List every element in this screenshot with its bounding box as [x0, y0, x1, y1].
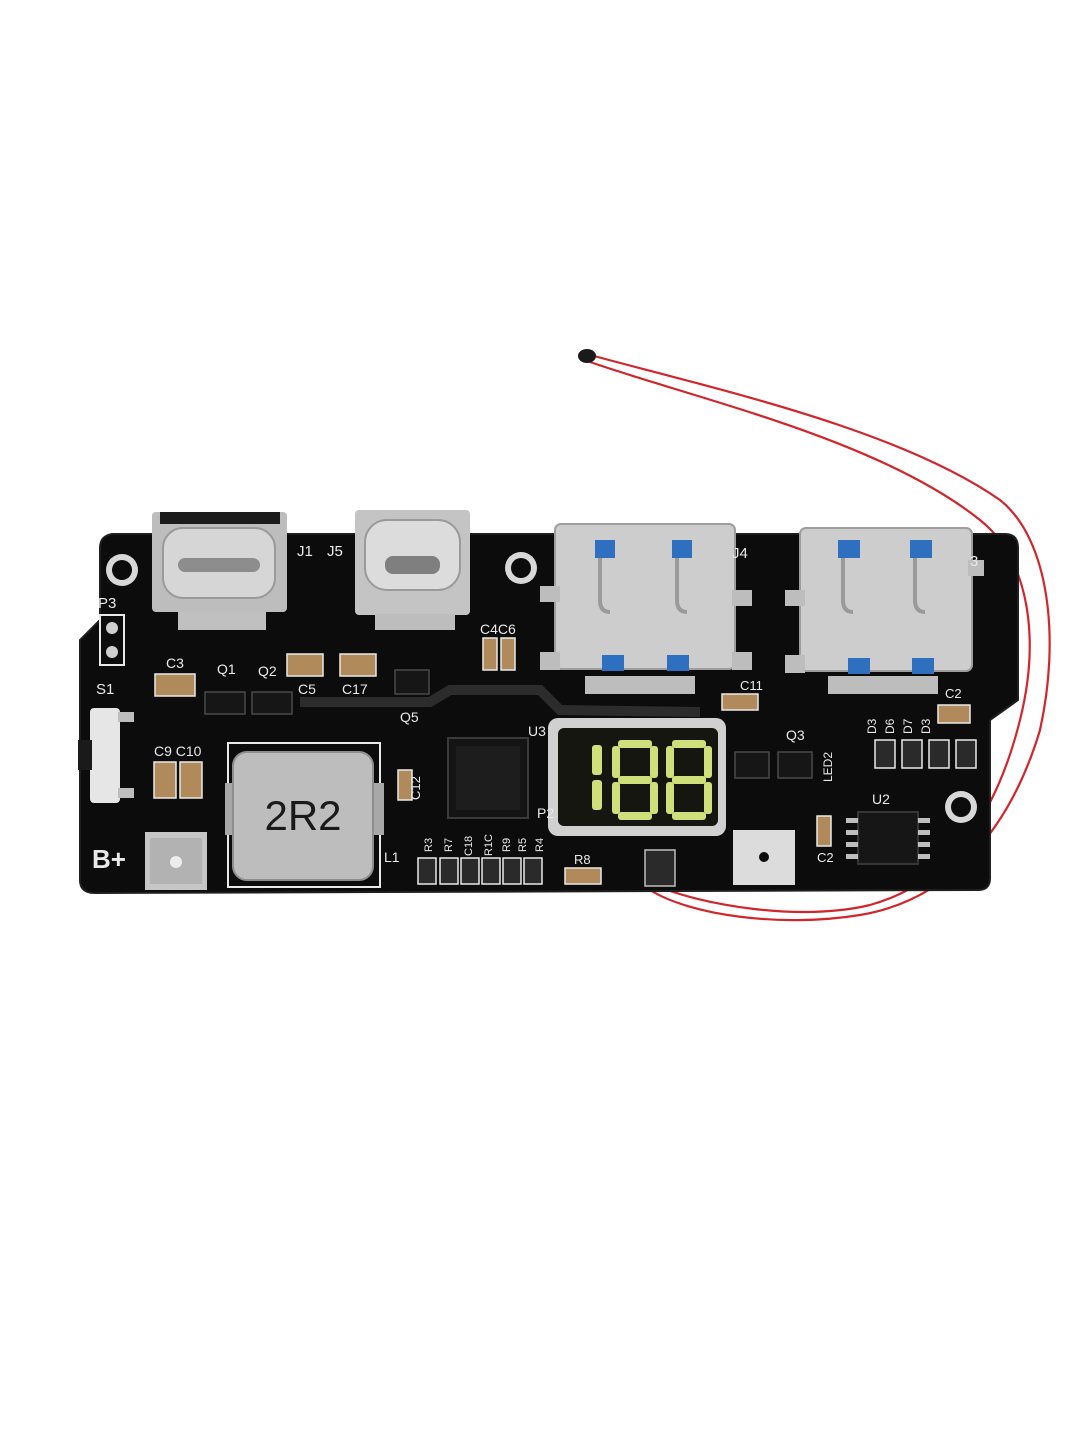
- label-u2: U2: [872, 791, 890, 807]
- label-u3: U3: [528, 723, 546, 739]
- thermistor-joint: [644, 849, 676, 887]
- transistors: [204, 669, 813, 779]
- label-d6: D6: [883, 718, 897, 734]
- slide-switch-s1: [78, 708, 134, 803]
- label-led2: LED2: [821, 752, 835, 782]
- label-j3: 3: [970, 553, 978, 570]
- label-d3b: D3: [919, 718, 933, 734]
- label-c3: C3: [166, 655, 184, 671]
- usb-c-port-j1: [152, 512, 287, 630]
- inductor-l1: [225, 742, 384, 888]
- display-digits: [592, 740, 712, 820]
- test-pad-grid: [733, 830, 795, 885]
- label-r7: R7: [443, 838, 455, 852]
- label-c11: C11: [740, 678, 763, 693]
- label-j1: J1: [297, 543, 313, 560]
- label-j5: J5: [327, 543, 343, 560]
- label-r3: R3: [423, 838, 435, 852]
- label-r1c: R1C: [483, 834, 495, 856]
- label-r8: R8: [574, 852, 591, 867]
- silkscreen-labels: J1 J5 J4 3 P3 S1 C3 Q1 Q2 C5 C17 Q5 C4C6…: [96, 543, 978, 867]
- label-d3a: D3: [865, 718, 879, 734]
- smd-components: [153, 637, 971, 885]
- label-c12: C12: [408, 776, 423, 800]
- label-q1: Q1: [217, 661, 236, 677]
- inductor-marking: 2R2: [264, 792, 341, 839]
- resistor-row: [417, 739, 977, 885]
- main-ic-u3: [447, 737, 529, 819]
- label-c18: C18: [463, 836, 475, 856]
- thermistor-wires: [589, 354, 1051, 922]
- label-c2b: C2: [817, 850, 834, 865]
- thermistor-bead: [578, 349, 596, 363]
- label-c9c10: C9 C10: [154, 743, 202, 759]
- label-q3: Q3: [786, 727, 805, 743]
- label-c17: C17: [342, 681, 368, 697]
- label-c5: C5: [298, 681, 316, 697]
- label-s1: S1: [96, 681, 114, 698]
- usb-a-port-j4: [540, 523, 752, 694]
- label-d7: D7: [901, 718, 915, 734]
- usb-a-port-j3: [785, 527, 984, 694]
- label-j4: J4: [732, 545, 748, 562]
- label-l1: L1: [384, 849, 400, 865]
- label-r9: R9: [501, 838, 513, 852]
- battery-label: B+: [92, 844, 126, 874]
- label-q5: Q5: [400, 709, 419, 725]
- label-c4c6: C4C6: [480, 621, 516, 637]
- label-p3: P3: [98, 595, 116, 612]
- mounting-holes: [106, 552, 977, 823]
- label-q2: Q2: [258, 663, 277, 679]
- trace: [300, 685, 701, 717]
- ic-u2: [846, 811, 930, 865]
- label-c2a: C2: [945, 686, 962, 701]
- usb-c-port-j5: [355, 510, 470, 630]
- label-r4: R4: [534, 838, 546, 852]
- pad-p3: [99, 614, 125, 666]
- label-p2: P2: [537, 805, 554, 821]
- battery-pad: [145, 832, 207, 890]
- label-r5: R5: [517, 838, 529, 852]
